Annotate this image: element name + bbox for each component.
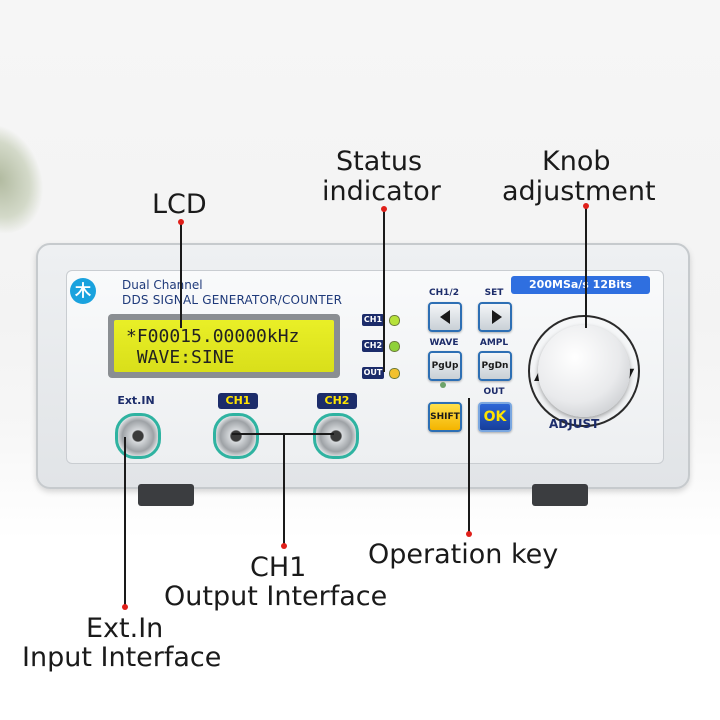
device-foot-left (138, 484, 194, 506)
indicator-led-ch2 (389, 341, 400, 352)
guide-dot-lcd (178, 219, 184, 225)
key-label-out: OUT (483, 387, 505, 397)
knob-rotation-ring (528, 315, 640, 427)
callout-lcd: LCD (152, 189, 207, 220)
pgup-button[interactable]: PgUp (428, 351, 462, 381)
port-label-ch1: CH1 (218, 393, 258, 409)
shift-label: SHIFT (430, 412, 460, 422)
guide-status (383, 210, 385, 372)
knob-label: ADJUST (549, 417, 600, 431)
callout-ch1-line2: Output Interface (164, 581, 388, 612)
ch1-bnc-connector[interactable] (213, 413, 259, 459)
device-foot-right (532, 484, 588, 506)
guide-dot-operation (466, 531, 472, 537)
guide-dot-ch1 (281, 543, 287, 549)
brand-subtitle: DDS SIGNAL GENERATOR/COUNTER (122, 293, 343, 307)
callout-status-line1: Status (336, 146, 423, 177)
indicator-label-ch1: CH1 (362, 314, 384, 326)
ch12-left-button[interactable] (428, 302, 462, 332)
callout-operation-key: Operation key (368, 539, 559, 570)
spec-badge: 200MSa/s 12Bits (511, 276, 650, 294)
callout-extin-line2: Input Interface (22, 642, 222, 673)
guide-lcd (180, 222, 182, 328)
key-label-ampl: AMPL (479, 338, 509, 348)
ok-button[interactable]: OK (478, 402, 512, 432)
pgup-label: PgUp (431, 361, 459, 371)
guide-dot-status (381, 206, 387, 212)
callout-status-line2: indicator (322, 176, 441, 207)
callout-knob-line1: Knob (542, 146, 611, 177)
lcd-line-frequency: *F00015.00000kHz (126, 326, 300, 347)
callout-ch1-line1: CH1 (250, 552, 307, 583)
guide-dot-extin (122, 604, 128, 610)
guide-dot-knob (583, 203, 589, 209)
brand-title: Dual Channel (122, 278, 203, 292)
key-label-wave: WAVE (429, 338, 459, 348)
ok-label: OK (483, 409, 507, 425)
status-mini-led (440, 382, 446, 388)
guide-ch1-vertical (283, 433, 285, 545)
guide-extin (124, 437, 126, 605)
adjust-knob[interactable] (538, 325, 630, 417)
key-label-ch12: CH1/2 (429, 288, 459, 298)
key-label-set: SET (484, 288, 504, 298)
tree-logo-icon: 木 (70, 278, 96, 304)
indicator-led-out (389, 368, 400, 379)
pgdn-button[interactable]: PgDn (478, 351, 512, 381)
port-label-extin: Ext.IN (117, 394, 155, 407)
lcd-line-wave: WAVE:SINE (126, 347, 235, 368)
ch2-bnc-connector[interactable] (313, 413, 359, 459)
guide-knob (585, 208, 587, 328)
indicator-led-ch1 (389, 315, 400, 326)
pgdn-label: PgDn (481, 361, 509, 371)
arrow-right-icon (492, 310, 502, 324)
callout-knob-line2: adjustment (502, 176, 656, 207)
set-right-button[interactable] (478, 302, 512, 332)
shift-button[interactable]: SHIFT (428, 402, 462, 432)
extin-bnc-connector[interactable] (115, 413, 161, 459)
indicator-label-out: OUT (362, 367, 384, 379)
callout-extin-line1: Ext.In (86, 613, 164, 644)
lcd-display: *F00015.00000kHz WAVE:SINE (114, 320, 334, 372)
indicator-label-ch2: CH2 (362, 340, 384, 352)
guide-operation (468, 398, 470, 534)
arrow-left-icon (440, 310, 450, 324)
port-label-ch2: CH2 (317, 393, 357, 409)
